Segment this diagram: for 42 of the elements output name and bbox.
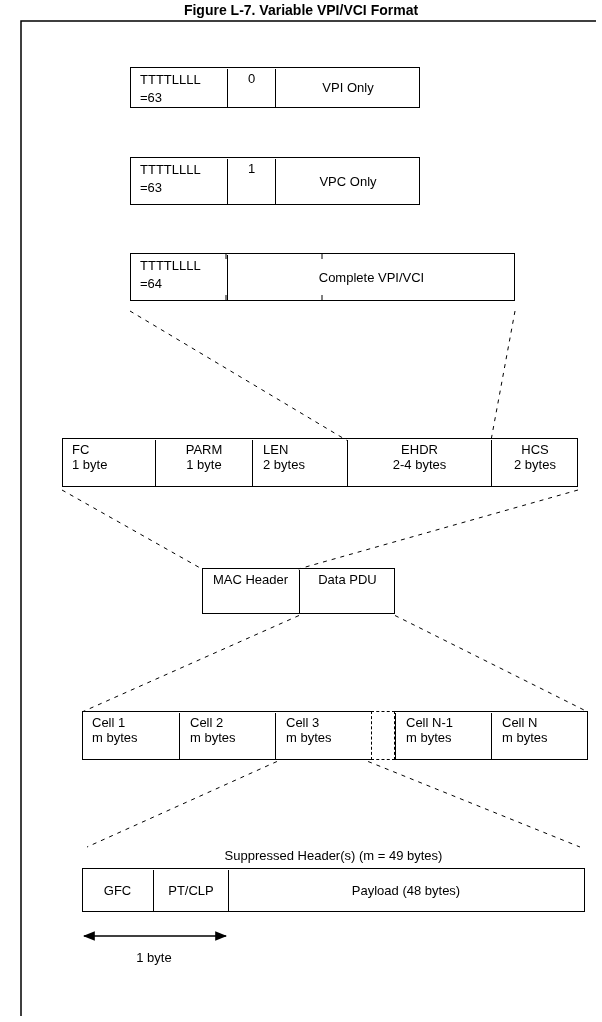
field-label: PT/CLP [167, 882, 215, 898]
field-label: Payload (48 bytes) [350, 882, 462, 898]
expansion-line [490, 310, 516, 441]
field-label: TTTTLLLL =63 [140, 160, 202, 197]
field-name: Cell 3 [286, 714, 321, 730]
field-name: Cell N-1 [406, 714, 454, 730]
dimension-label: 1 byte [135, 950, 173, 965]
field-size: 2 bytes [263, 456, 306, 472]
field-size: 1 byte [185, 456, 223, 472]
field-label: TTTTLLLL =63 [140, 70, 202, 107]
field-label: Data PDU [317, 571, 378, 587]
field-label: MAC Header [211, 571, 290, 587]
field-label: Complete VPI/VCI [317, 269, 426, 285]
field-name: Cell N [502, 714, 539, 730]
field-label: 1 [246, 160, 257, 176]
field-size: m bytes [92, 729, 139, 745]
field-size: m bytes [286, 729, 333, 745]
omitted-cell [371, 711, 395, 760]
expansion-line [367, 761, 581, 848]
row-heading: Suppressed Header(s) (m = 49 bytes) [223, 848, 444, 863]
field-name: FC [72, 441, 91, 457]
field-size: m bytes [406, 729, 453, 745]
field-name: LEN [263, 441, 290, 457]
expansion-line [81, 615, 300, 713]
field-size: m bytes [190, 729, 237, 745]
expansion-line [86, 761, 278, 848]
expansion-line [129, 310, 348, 441]
field-size: 1 byte [72, 456, 109, 472]
field-label: GFC [102, 882, 133, 898]
field-label: TTTTLLLL =64 [140, 256, 202, 293]
field-label: 0 [246, 70, 257, 86]
field-size: 2 bytes [513, 456, 557, 472]
field-name: Cell 1 [92, 714, 127, 730]
field-name: Cell 2 [190, 714, 225, 730]
field-name: HCS [520, 441, 550, 457]
field-name: EHDR [400, 441, 439, 457]
field-label: VPC Only [318, 173, 378, 189]
field-size: m bytes [502, 729, 549, 745]
field-label: VPI Only [321, 80, 375, 95]
field-name: PARM [184, 441, 224, 457]
field-size: 2-4 bytes [391, 456, 448, 472]
figure-title: Figure L-7. Variable VPI/VCI Format [182, 2, 420, 18]
